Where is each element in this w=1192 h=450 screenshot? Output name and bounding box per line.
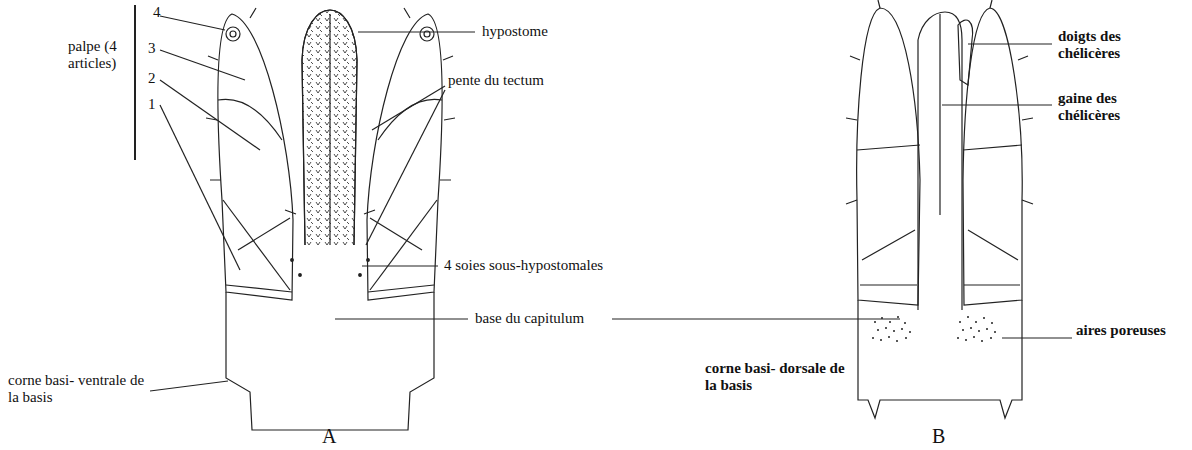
view-letter: B — [932, 425, 962, 447]
part-label: corne basi- dorsale de la basis — [705, 360, 845, 393]
callout-number: 1 — [148, 96, 162, 113]
view-letter: A — [322, 425, 352, 447]
view-b — [612, 0, 1072, 418]
callout-number: 4 — [153, 4, 167, 21]
part-label: hypostome — [482, 23, 602, 40]
part-label: corne basi- ventrale de la basis — [8, 372, 148, 405]
callout-number: 2 — [148, 70, 162, 87]
callout-number: 3 — [148, 40, 162, 57]
part-label: 4 soies sous-hypostomales — [444, 257, 664, 274]
part-label: pente du tectum — [448, 72, 578, 89]
part-label: base du capitulum — [475, 310, 610, 327]
palp-label: palpe (4 articles) — [68, 38, 134, 71]
part-label: doigts des chélicères — [1058, 28, 1168, 61]
part-label: gaine des chélicères — [1058, 90, 1168, 123]
view-a — [135, 5, 475, 430]
part-label: aires poreuses — [1076, 322, 1166, 339]
